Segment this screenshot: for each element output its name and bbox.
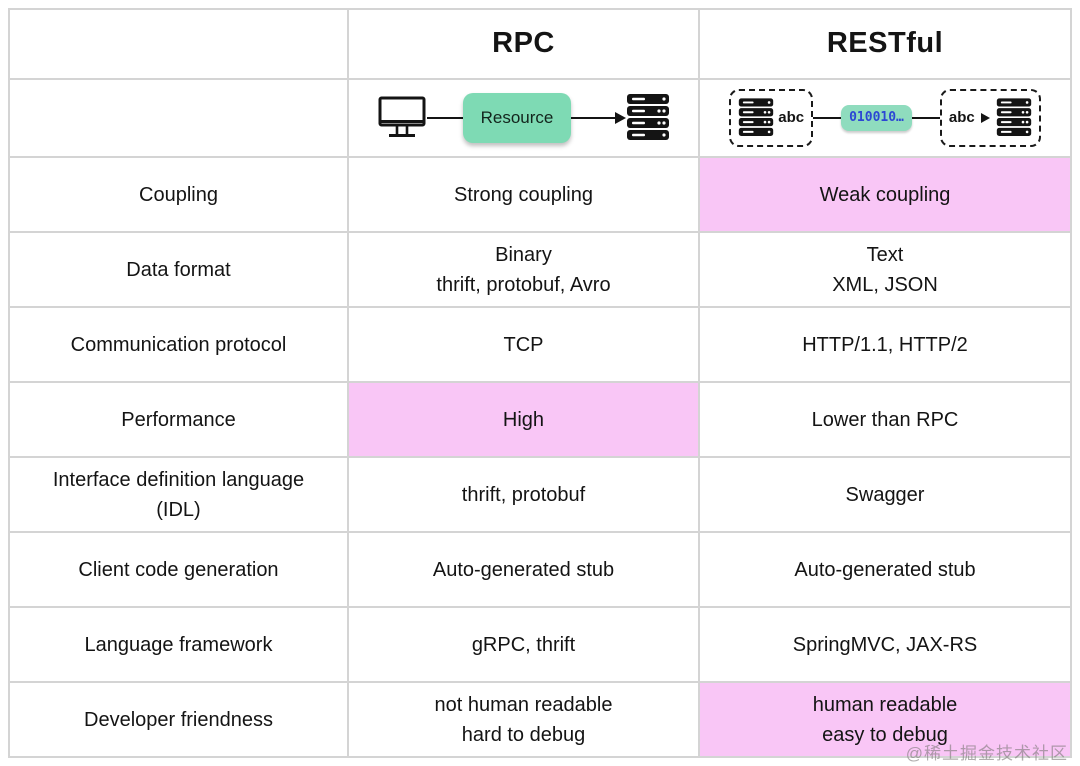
abc-label: abc — [778, 108, 805, 126]
row-label: Language framework — [84, 633, 273, 656]
row-label-cell: Language framework — [10, 608, 347, 681]
cell-text: easy to debug — [822, 723, 948, 746]
row-label: Interface definition language — [52, 468, 305, 491]
cell-text: Auto-generated stub — [432, 558, 615, 581]
server-stack-icon — [626, 93, 670, 143]
cell-text: Binary — [495, 243, 552, 266]
cell-text: human readable — [812, 693, 958, 716]
row-label: Data format — [126, 258, 231, 281]
binary-data-chip: 010010… — [841, 105, 912, 131]
connector-line — [911, 116, 940, 120]
comparison-table: RPC RESTful Resource — [8, 8, 1072, 758]
row-label: Client code generation — [78, 558, 279, 581]
header-restful-label: RESTful — [826, 27, 944, 60]
restful-value-cell: SpringMVC, JAX-RS — [700, 608, 1070, 681]
header-empty-cell — [10, 10, 347, 78]
row-label-cell: Data format — [10, 233, 347, 306]
restful-value-cell: Auto-generated stub — [700, 533, 1070, 606]
rest-server-box: abc — [939, 89, 1041, 147]
header-restful: RESTful — [700, 10, 1070, 78]
cell-text: HTTP/1.1, HTTP/2 — [802, 333, 968, 356]
restful-diagram: abc 010010… abc — [700, 80, 1070, 156]
row-label: Communication protocol — [70, 333, 287, 356]
rpc-value-cell: thrift, protobuf — [349, 458, 698, 531]
rpc-value-cell: High — [349, 383, 698, 456]
connector-line — [426, 116, 463, 120]
row-label-line2: (IDL) — [156, 498, 201, 521]
cell-text: Auto-generated stub — [794, 558, 976, 581]
row-label: Coupling — [139, 183, 218, 206]
restful-value-cell: human readable easy to debug — [700, 683, 1070, 756]
cell-text: Text — [866, 243, 904, 266]
rpc-value-cell: Auto-generated stub — [349, 533, 698, 606]
cell-text: XML, JSON — [832, 273, 938, 296]
arrow-right-icon — [980, 113, 990, 123]
cell-text: hard to debug — [461, 723, 586, 746]
monitor-icon — [377, 95, 427, 141]
abc-label: abc — [948, 108, 975, 126]
row-label-cell: Communication protocol — [10, 308, 347, 381]
cell-text: Strong coupling — [454, 183, 593, 206]
restful-value-cell: Weak coupling — [700, 158, 1070, 231]
cell-text: thrift, protobuf, Avro — [436, 273, 611, 296]
row-label-cell: Interface definition language (IDL) — [10, 458, 347, 531]
watermark: @稀土掘金技术社区 — [905, 744, 1068, 763]
header-rpc: RPC — [349, 10, 698, 78]
restful-value-cell: HTTP/1.1, HTTP/2 — [700, 308, 1070, 381]
header-rpc-label: RPC — [492, 27, 555, 60]
cell-text: High — [502, 408, 545, 431]
resource-box: Resource — [462, 93, 572, 143]
cell-text: SpringMVC, JAX-RS — [792, 633, 978, 656]
cell-text: TCP — [503, 333, 544, 356]
cell-text: not human readable — [434, 693, 613, 716]
rpc-value-cell: Binary thrift, protobuf, Avro — [349, 233, 698, 306]
rpc-value-cell: TCP — [349, 308, 698, 381]
row-label-cell: Performance — [10, 383, 347, 456]
restful-value-cell: Lower than RPC — [700, 383, 1070, 456]
cell-text: Lower than RPC — [811, 408, 959, 431]
row-label-cell: Client code generation — [10, 533, 347, 606]
row-label-cell: Coupling — [10, 158, 347, 231]
rpc-value-cell: gRPC, thrift — [349, 608, 698, 681]
rpc-value-cell: not human readable hard to debug — [349, 683, 698, 756]
cell-text: gRPC, thrift — [471, 633, 576, 656]
diagram-empty-cell — [10, 80, 347, 156]
cell-text: Weak coupling — [819, 183, 951, 206]
restful-value-cell: Text XML, JSON — [700, 233, 1070, 306]
server-stack-icon — [738, 97, 774, 139]
arrow-right-icon — [615, 112, 627, 124]
row-label: Developer friendness — [84, 708, 273, 731]
row-label: Performance — [121, 408, 236, 431]
rpc-value-cell: Strong coupling — [349, 158, 698, 231]
connector-line — [571, 116, 616, 120]
row-label-cell: Developer friendness — [10, 683, 347, 756]
cell-text: Swagger — [845, 483, 925, 506]
rest-client-box: abc — [729, 89, 814, 147]
server-stack-icon — [996, 97, 1032, 139]
rpc-diagram: Resource — [349, 80, 698, 156]
cell-text: thrift, protobuf — [461, 483, 586, 506]
connector-line — [813, 116, 842, 120]
restful-value-cell: Swagger — [700, 458, 1070, 531]
